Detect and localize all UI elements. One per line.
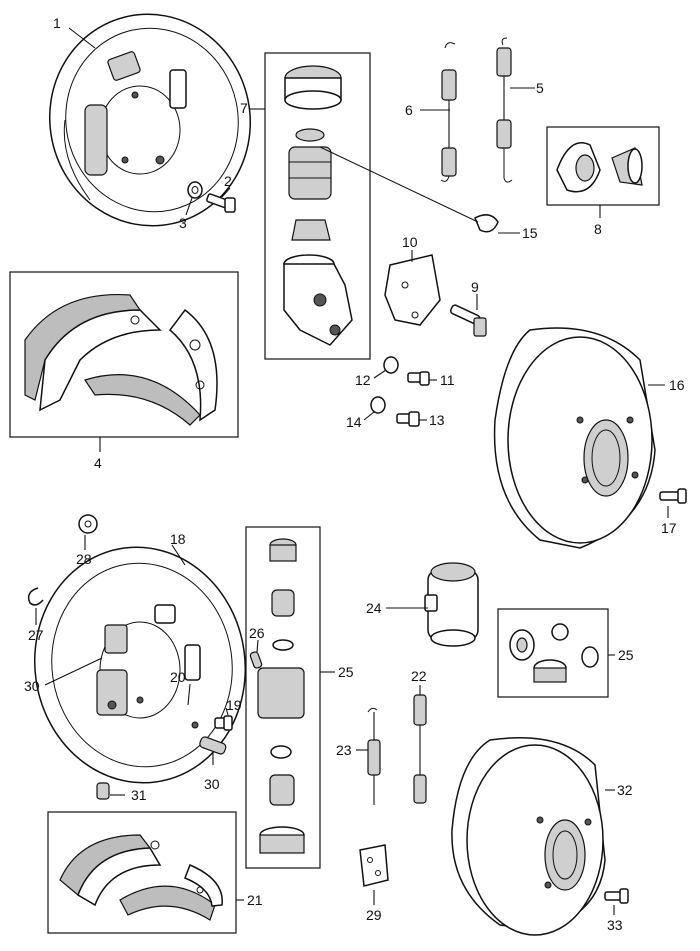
part-29-plate	[359, 844, 389, 887]
label-10: 10	[402, 234, 418, 250]
part-24-wheel-cylinder	[424, 562, 479, 647]
part-32-rear-brake-drum	[451, 737, 606, 936]
part-11-bolt	[407, 371, 430, 386]
label-29: 29	[366, 907, 382, 923]
part-28-washer	[78, 514, 98, 534]
label-27: 27	[28, 627, 44, 643]
part-21-rear-brake-shoes	[47, 811, 237, 934]
label-32: 32	[617, 782, 633, 798]
part-7-wheel-cylinder-kit	[264, 52, 371, 360]
part-3-washer	[187, 181, 203, 199]
label-16: 16	[669, 377, 685, 393]
part-16-brake-drum	[493, 327, 656, 549]
label-5: 5	[536, 80, 544, 96]
part-14-washer	[370, 396, 386, 414]
part-25-cylinder-repair-kit	[245, 526, 321, 869]
part-30-pin	[199, 736, 227, 755]
part-17-wheel-bolt	[659, 488, 687, 504]
part-5-spring	[496, 37, 513, 183]
label-6: 6	[405, 102, 413, 118]
label-26: 26	[249, 625, 265, 641]
label-8: 8	[594, 221, 602, 237]
part-31-pin	[96, 782, 110, 800]
label-15: 15	[522, 225, 538, 241]
part-8-seal-kit	[546, 126, 660, 206]
label-14: 14	[346, 414, 362, 430]
label-23: 23	[336, 742, 352, 758]
part-26-pin	[249, 651, 263, 669]
part-6-spring	[440, 42, 457, 182]
label-24: 24	[366, 600, 382, 616]
part-22-spring	[413, 694, 427, 804]
label-1: 1	[53, 15, 61, 31]
part-27-clip	[27, 587, 44, 606]
part-number-labels: 1 2 3 4 5 6 7 8 9 10 11 12 13 14 15 16 1…	[24, 15, 685, 933]
label-33: 33	[607, 917, 623, 933]
label-19: 19	[226, 697, 242, 713]
label-20: 20	[170, 669, 186, 685]
label-11: 11	[440, 372, 455, 388]
part-13-bolt	[396, 411, 420, 427]
part-4-brake-shoes	[9, 271, 239, 438]
label-9: 9	[471, 279, 479, 295]
label-22: 22	[411, 668, 427, 684]
part-33-wheel-bolt	[604, 888, 629, 904]
part-25-seal-box	[497, 608, 609, 698]
part-2-bolt	[206, 193, 236, 213]
label-17: 17	[661, 520, 677, 536]
label-4: 4	[94, 455, 102, 471]
label-25-right: 25	[618, 647, 634, 663]
part-15-clip	[474, 214, 499, 233]
label-25-left: 25	[338, 664, 354, 680]
label-28: 28	[76, 551, 92, 567]
label-12: 12	[355, 372, 371, 388]
label-18: 18	[170, 531, 186, 547]
part-12-washer	[383, 356, 399, 374]
label-2: 2	[224, 173, 232, 189]
part-10-plate	[384, 254, 441, 326]
label-30-left: 30	[24, 678, 40, 694]
leader-lines	[35, 27, 669, 915]
part-9-bleed-screw	[449, 304, 487, 337]
label-13: 13	[429, 412, 445, 428]
part-18-rear-backplate	[33, 546, 247, 784]
label-30-bottom: 30	[204, 776, 220, 792]
label-31: 31	[131, 787, 147, 803]
part-1-backplate	[48, 13, 252, 227]
label-21: 21	[247, 892, 263, 908]
part-23-spring	[367, 707, 381, 805]
label-3: 3	[179, 215, 187, 231]
part-19-screw	[214, 715, 233, 731]
label-7: 7	[240, 100, 248, 116]
